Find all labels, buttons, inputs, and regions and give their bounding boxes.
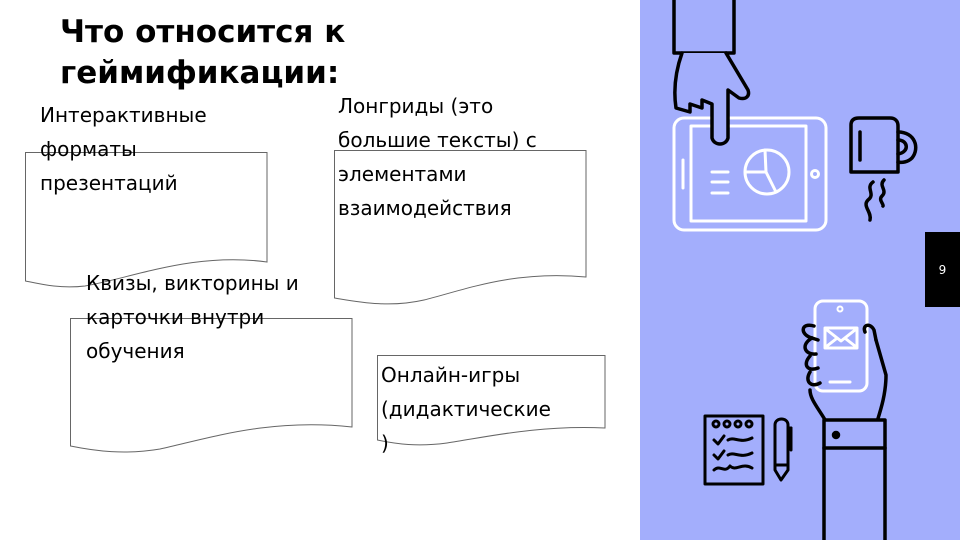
item-quizzes: Квизы, викторины и карточки внутри обуче… [86,271,299,363]
mail-icon [823,326,859,350]
item-interactive-formats: Интерактивные форматы презентаций [40,103,207,195]
coffee-mug-icon [849,116,918,222]
item-longreads: Лонгриды (это большие тексты) с элемента… [338,94,537,220]
pie-chart-icon [743,148,791,196]
document-shape-3 [70,318,353,453]
document-shape-2 [334,150,587,305]
pen-icon [773,417,793,482]
slide-title: Что относится к геймификации: [60,14,346,91]
item-online-games: Онлайн-игры (дидактические ) [381,363,551,455]
phone-in-hand-icon [801,299,888,544]
notepad-icon [703,414,765,486]
document-shape-1 [25,152,268,288]
pointing-hand-icon [672,0,751,146]
document-shape-4 [377,355,606,446]
page-number: 9 [925,232,960,307]
illustration-panel [640,0,960,544]
tablet-icon [672,116,828,232]
